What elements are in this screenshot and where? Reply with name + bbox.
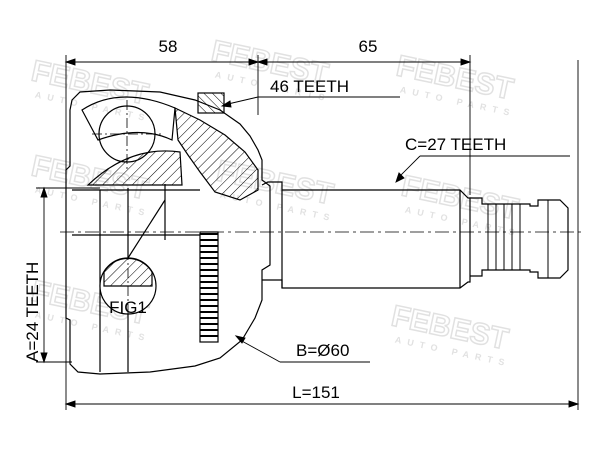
dim-b-label: B=Ø60 (296, 341, 349, 360)
leader-b (239, 339, 281, 363)
abs-tone-ring (199, 231, 219, 343)
dim-65-label: 65 (359, 37, 378, 56)
dim-58-label: 58 (159, 37, 178, 56)
dimension-lines (36, 55, 580, 410)
fig1-label: FIG1 (109, 298, 147, 317)
leader-c (397, 155, 421, 179)
watermark-1: FEBEST AUTO PARTS (28, 54, 152, 124)
housing-section-hatch (174, 107, 259, 201)
teeth-a-label: A=24 TEETH (23, 262, 42, 362)
leader-46 (227, 96, 259, 105)
watermark-8: FEBEST AUTO PARTS (388, 299, 512, 369)
abs-marker (197, 92, 225, 114)
spline-teeth (487, 200, 549, 278)
part-outline (60, 89, 585, 375)
fig1-leader (127, 199, 166, 259)
teeth-46-label: 46 TEETH (270, 77, 349, 96)
spline-step (470, 197, 569, 279)
watermark-3: FEBEST AUTO PARTS (393, 49, 517, 119)
teeth-c-label: C=27 TEETH (405, 135, 506, 154)
labels: 58 65 46 TEETH C=27 TEETH A=24 TEETH FIG… (23, 37, 506, 402)
cage-arc (86, 150, 183, 186)
dim-l-label: L=151 (292, 383, 340, 402)
